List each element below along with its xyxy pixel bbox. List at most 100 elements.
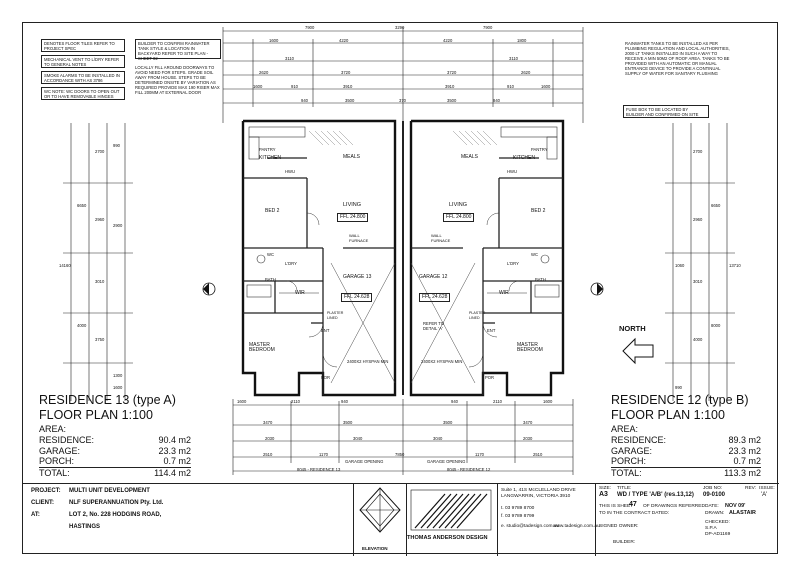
- legend-vent: MECHANICAL VENT to l/DRY REFER TO GENERA…: [41, 55, 125, 68]
- title-block: PROJECT:MULTI UNIT DEVELOPMENT CLIENT:NL…: [23, 483, 779, 556]
- legend-smoke: SMOKE ALARMS TO BE INSTALLED IN ACCORDAN…: [41, 71, 125, 84]
- room-por-12: POR: [485, 375, 495, 380]
- lot-width-13: 8045 - RESIDENCE 13: [297, 467, 341, 472]
- res13-plan: FLOOR PLAN 1:100: [39, 408, 153, 422]
- checked-value: S.P.A: [705, 526, 717, 531]
- elevation-logo: ELEVATION: [353, 484, 407, 556]
- ffl-garage-12: FFL 24.628: [419, 293, 451, 302]
- signed-owner: SIGNED OWNER:: [599, 524, 639, 529]
- dim-top-21: 940: [493, 98, 500, 103]
- rev-value: 'A': [761, 492, 768, 498]
- dim-right-2: 2700: [693, 149, 703, 154]
- sheet-number: 47: [629, 501, 637, 508]
- dim-overall-mid: 3290: [395, 25, 405, 30]
- room-ldry-12: L'DRY: [507, 261, 519, 266]
- sheet-text-c: TO IN THE CONTRACT DATED:: [599, 511, 670, 516]
- dim-bot-3: 940: [341, 399, 348, 404]
- plaster-12: PLASTER LINED: [469, 311, 486, 320]
- date-value: NOV 09': [725, 503, 746, 509]
- dim-top-20: 3500: [447, 98, 457, 103]
- res12-row-total: TOTAL:113.3 m2: [611, 467, 761, 478]
- dim-overall-right: 7900: [483, 25, 493, 30]
- firm-tel: t. 03 9789 8700: [501, 506, 535, 511]
- size-label: SIZE:: [599, 486, 611, 491]
- elevation-logo-icon: [359, 487, 401, 533]
- dim-top-4: 1800: [517, 38, 527, 43]
- garage-opening-12: GARAGE OPENING: [427, 459, 466, 464]
- dim-top-15: 910: [507, 84, 514, 89]
- dim-left-5: 3750: [95, 337, 105, 342]
- drawn-value: ALASTAIR: [729, 510, 756, 516]
- res12-title: RESIDENCE 12 (type B): [611, 393, 749, 407]
- dim-top-7: 2620: [259, 70, 269, 75]
- room-living-12: LIVING: [449, 202, 468, 208]
- dim-top-1: 1600: [269, 38, 279, 43]
- firm-web: www.tadesign.com.au: [553, 524, 600, 529]
- note-rainwater: RAINWATER TANKS TO BE INSTALLED AS PER P…: [625, 41, 730, 76]
- room-bed2-12: BED 2: [531, 208, 546, 214]
- dp-number: DP-AD1169: [705, 532, 731, 537]
- dim-right-7: 8000: [711, 323, 721, 328]
- room-wir-12: WIR: [499, 290, 509, 296]
- dim-bot-14: 2030: [523, 436, 533, 441]
- room-garage-13: GARAGE 13: [343, 274, 372, 280]
- dim-top-2: 4220: [339, 38, 349, 43]
- drawn-label: DRAWN:: [705, 511, 725, 516]
- job-value: 09-0100: [703, 492, 726, 498]
- floor-plan-drawing: NORTH: [63, 27, 735, 475]
- res13-row-residence: RESIDENCE:90.4 m2: [39, 435, 191, 445]
- sheet-text-a: THIS IS SHEET: [599, 504, 634, 509]
- room-master-12: MASTER BEDROOM: [517, 342, 543, 353]
- hwu-13: HWU: [285, 169, 296, 174]
- room-bath-13: BATH: [265, 277, 276, 282]
- dim-left-10: 990: [113, 143, 120, 148]
- dim-top-14: 3910: [445, 84, 455, 89]
- dim-overall-left: 7900: [305, 25, 315, 30]
- note-fill: LOCALLY FILL AROUND DOORWAYS TO AVOID NE…: [135, 65, 220, 95]
- detail-ref-12: REFER TO DETAIL 'A': [423, 321, 445, 331]
- dim-left-7: 1300: [113, 373, 123, 378]
- dim-right-overall: 13710: [729, 263, 741, 268]
- firm-logo: THOMAS ANDERSON DESIGN: [405, 484, 498, 556]
- res12-area-label: AREA:: [611, 424, 639, 434]
- dim-top-8: 3720: [341, 70, 351, 75]
- tb-at: AT:LOT 2, No. 228 HODGINS ROAD,: [31, 512, 162, 518]
- dim-bot-15: 2510: [263, 452, 273, 457]
- sheet-text-b: OF DRAWINGS REFERRED: [643, 504, 705, 509]
- size-value: A3: [599, 491, 608, 498]
- room-living-13: LIVING: [343, 202, 362, 208]
- dim-bot-11: 2030: [265, 436, 275, 441]
- firm-name: THOMAS ANDERSON DESIGN: [407, 535, 488, 541]
- room-kitchen-13: KITCHEN: [259, 155, 281, 161]
- wall-furnace-13: WALL FURNACE: [349, 233, 369, 243]
- legend-wc: WC NOTE: WC DOORS TO OPEN OUT OR TO HAVE…: [41, 87, 125, 100]
- dim-bot-8: 3500: [343, 420, 353, 425]
- res12-row-porch: PORCH:0.7 m2: [611, 456, 761, 468]
- dim-top-6: 3110: [509, 56, 519, 61]
- res12-area-table: RESIDENCE:89.3 m2 GARAGE:23.3 m2 PORCH:0…: [611, 435, 761, 478]
- room-wc-12: WC: [531, 252, 538, 257]
- res13-area-table: RESIDENCE:90.4 m2 GARAGE:23.3 m2 PORCH:0…: [39, 435, 191, 478]
- dim-top-11: 1600: [253, 84, 263, 89]
- dim-top-19: 370: [399, 98, 406, 103]
- north-label: NORTH: [619, 324, 646, 333]
- room-meals-12: MEALS: [461, 154, 478, 160]
- hwu-12: HWU: [507, 169, 518, 174]
- dim-bot-16: 1170: [319, 452, 329, 457]
- dim-left-1: 6650: [77, 203, 87, 208]
- date-label: DATE:: [705, 504, 719, 509]
- title-label: TITLE:: [617, 486, 632, 491]
- firm-email: e. studio@tadesign.com.au: [501, 524, 560, 529]
- dim-top-9: 3720: [447, 70, 457, 75]
- room-bath-12: BATH: [535, 277, 546, 282]
- note-tank: BUILDER TO CONFIRM RAINWATER TANK STYLE …: [135, 39, 221, 61]
- dim-bot-9: 3500: [443, 420, 453, 425]
- dim-top-18: 3500: [345, 98, 355, 103]
- dim-bot-4: 940: [451, 399, 458, 404]
- res13-row-garage: GARAGE:23.3 m2: [39, 445, 191, 456]
- legend-floor-tiles: DENOTES FLOOR TILES REFER TO PROJECT SPE…: [41, 39, 125, 52]
- room-ent-13: ENT: [321, 328, 330, 333]
- room-ldry-13: L'DRY: [285, 261, 297, 266]
- room-bed2-13: BED 2: [265, 208, 280, 214]
- garage-opening-13: GARAGE OPENING: [345, 459, 384, 464]
